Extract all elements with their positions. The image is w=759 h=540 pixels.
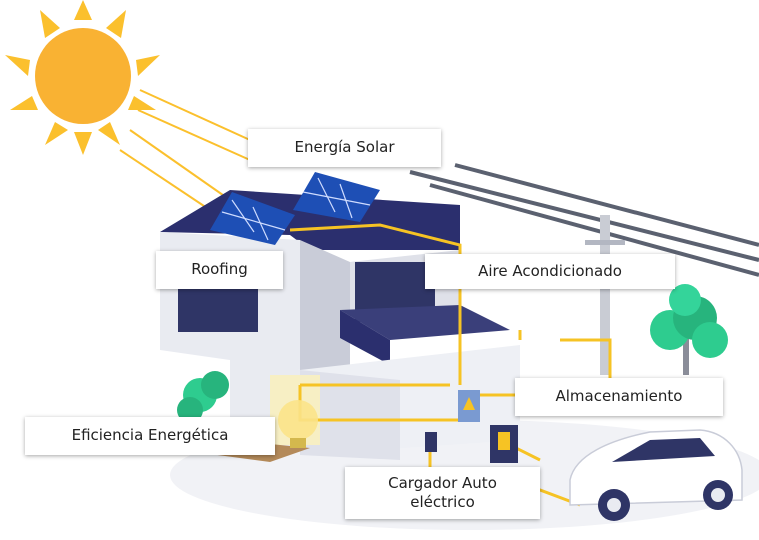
- electric-car-icon: [569, 429, 743, 521]
- solar-panels: [210, 172, 380, 245]
- label-storage-text: Almacenamiento: [555, 387, 683, 406]
- electrical-panel: [458, 390, 480, 422]
- label-storage: Almacenamiento: [515, 378, 723, 416]
- label-solar-energy-text: Energía Solar: [294, 138, 395, 157]
- utility-pole: [585, 215, 625, 375]
- power-cables: [409, 163, 759, 277]
- label-air-conditioning-text: Aire Acondicionado: [478, 261, 622, 280]
- tree-right: [650, 284, 728, 375]
- label-energy-efficiency: Eficiencia Energética: [25, 417, 275, 455]
- sun-rays: [119, 89, 251, 211]
- label-ev-charger-line1: Cargador Auto: [388, 473, 497, 492]
- label-roofing-text: Roofing: [191, 260, 248, 279]
- light-bulb-icon: [278, 400, 318, 448]
- label-roofing: Roofing: [156, 251, 283, 289]
- sun-icon: [5, 0, 160, 155]
- label-energy-efficiency-text: Eficiencia Energética: [71, 426, 229, 445]
- label-ev-charger-line2: eléctrico: [410, 493, 475, 511]
- house: [160, 190, 520, 462]
- label-air-conditioning: Aire Acondicionado: [425, 254, 675, 289]
- label-ev-charger: Cargador Auto eléctrico: [345, 467, 540, 519]
- tree-left: [177, 371, 229, 423]
- label-solar-energy: Energía Solar: [248, 129, 441, 167]
- charger-units: [425, 425, 518, 463]
